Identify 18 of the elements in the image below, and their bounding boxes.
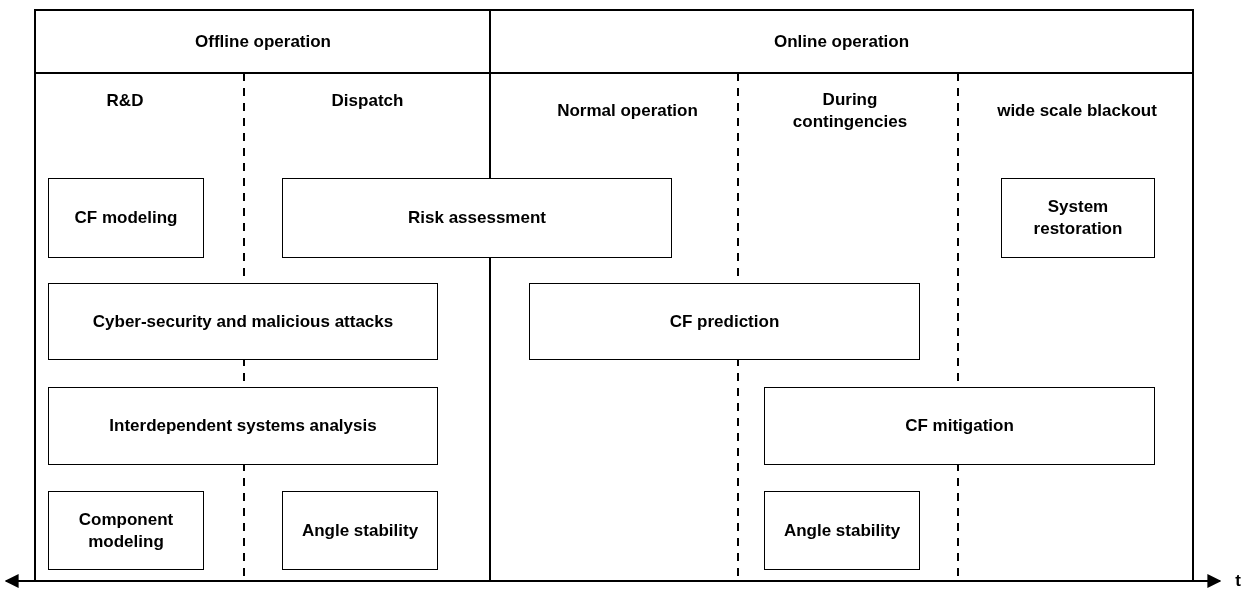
subcolumn-heading: Normal operation	[556, 100, 699, 122]
topic-box: Cyber-security and malicious attacks	[48, 283, 438, 360]
topic-box: Angle stability	[282, 491, 438, 570]
topic-box: CF modeling	[48, 178, 204, 258]
subcolumn-heading: During contingencies	[791, 89, 909, 133]
subcolumn-heading: wide scale blackout	[996, 100, 1158, 122]
topic-box: Risk assessment	[282, 178, 672, 258]
topic-box: Angle stability	[764, 491, 920, 570]
topic-box: System restoration	[1001, 178, 1155, 258]
column-header: Online operation	[491, 11, 1192, 73]
topic-box: CF mitigation	[764, 387, 1155, 465]
column-header: Offline operation	[36, 11, 490, 73]
subcolumn-heading: Dispatch	[330, 90, 405, 112]
topic-box: Interdependent systems analysis	[48, 387, 438, 465]
topic-box: CF prediction	[529, 283, 920, 360]
subcolumn-heading: R&D	[105, 90, 145, 112]
topic-box: Component modeling	[48, 491, 204, 570]
axis-label: t	[1234, 570, 1242, 592]
